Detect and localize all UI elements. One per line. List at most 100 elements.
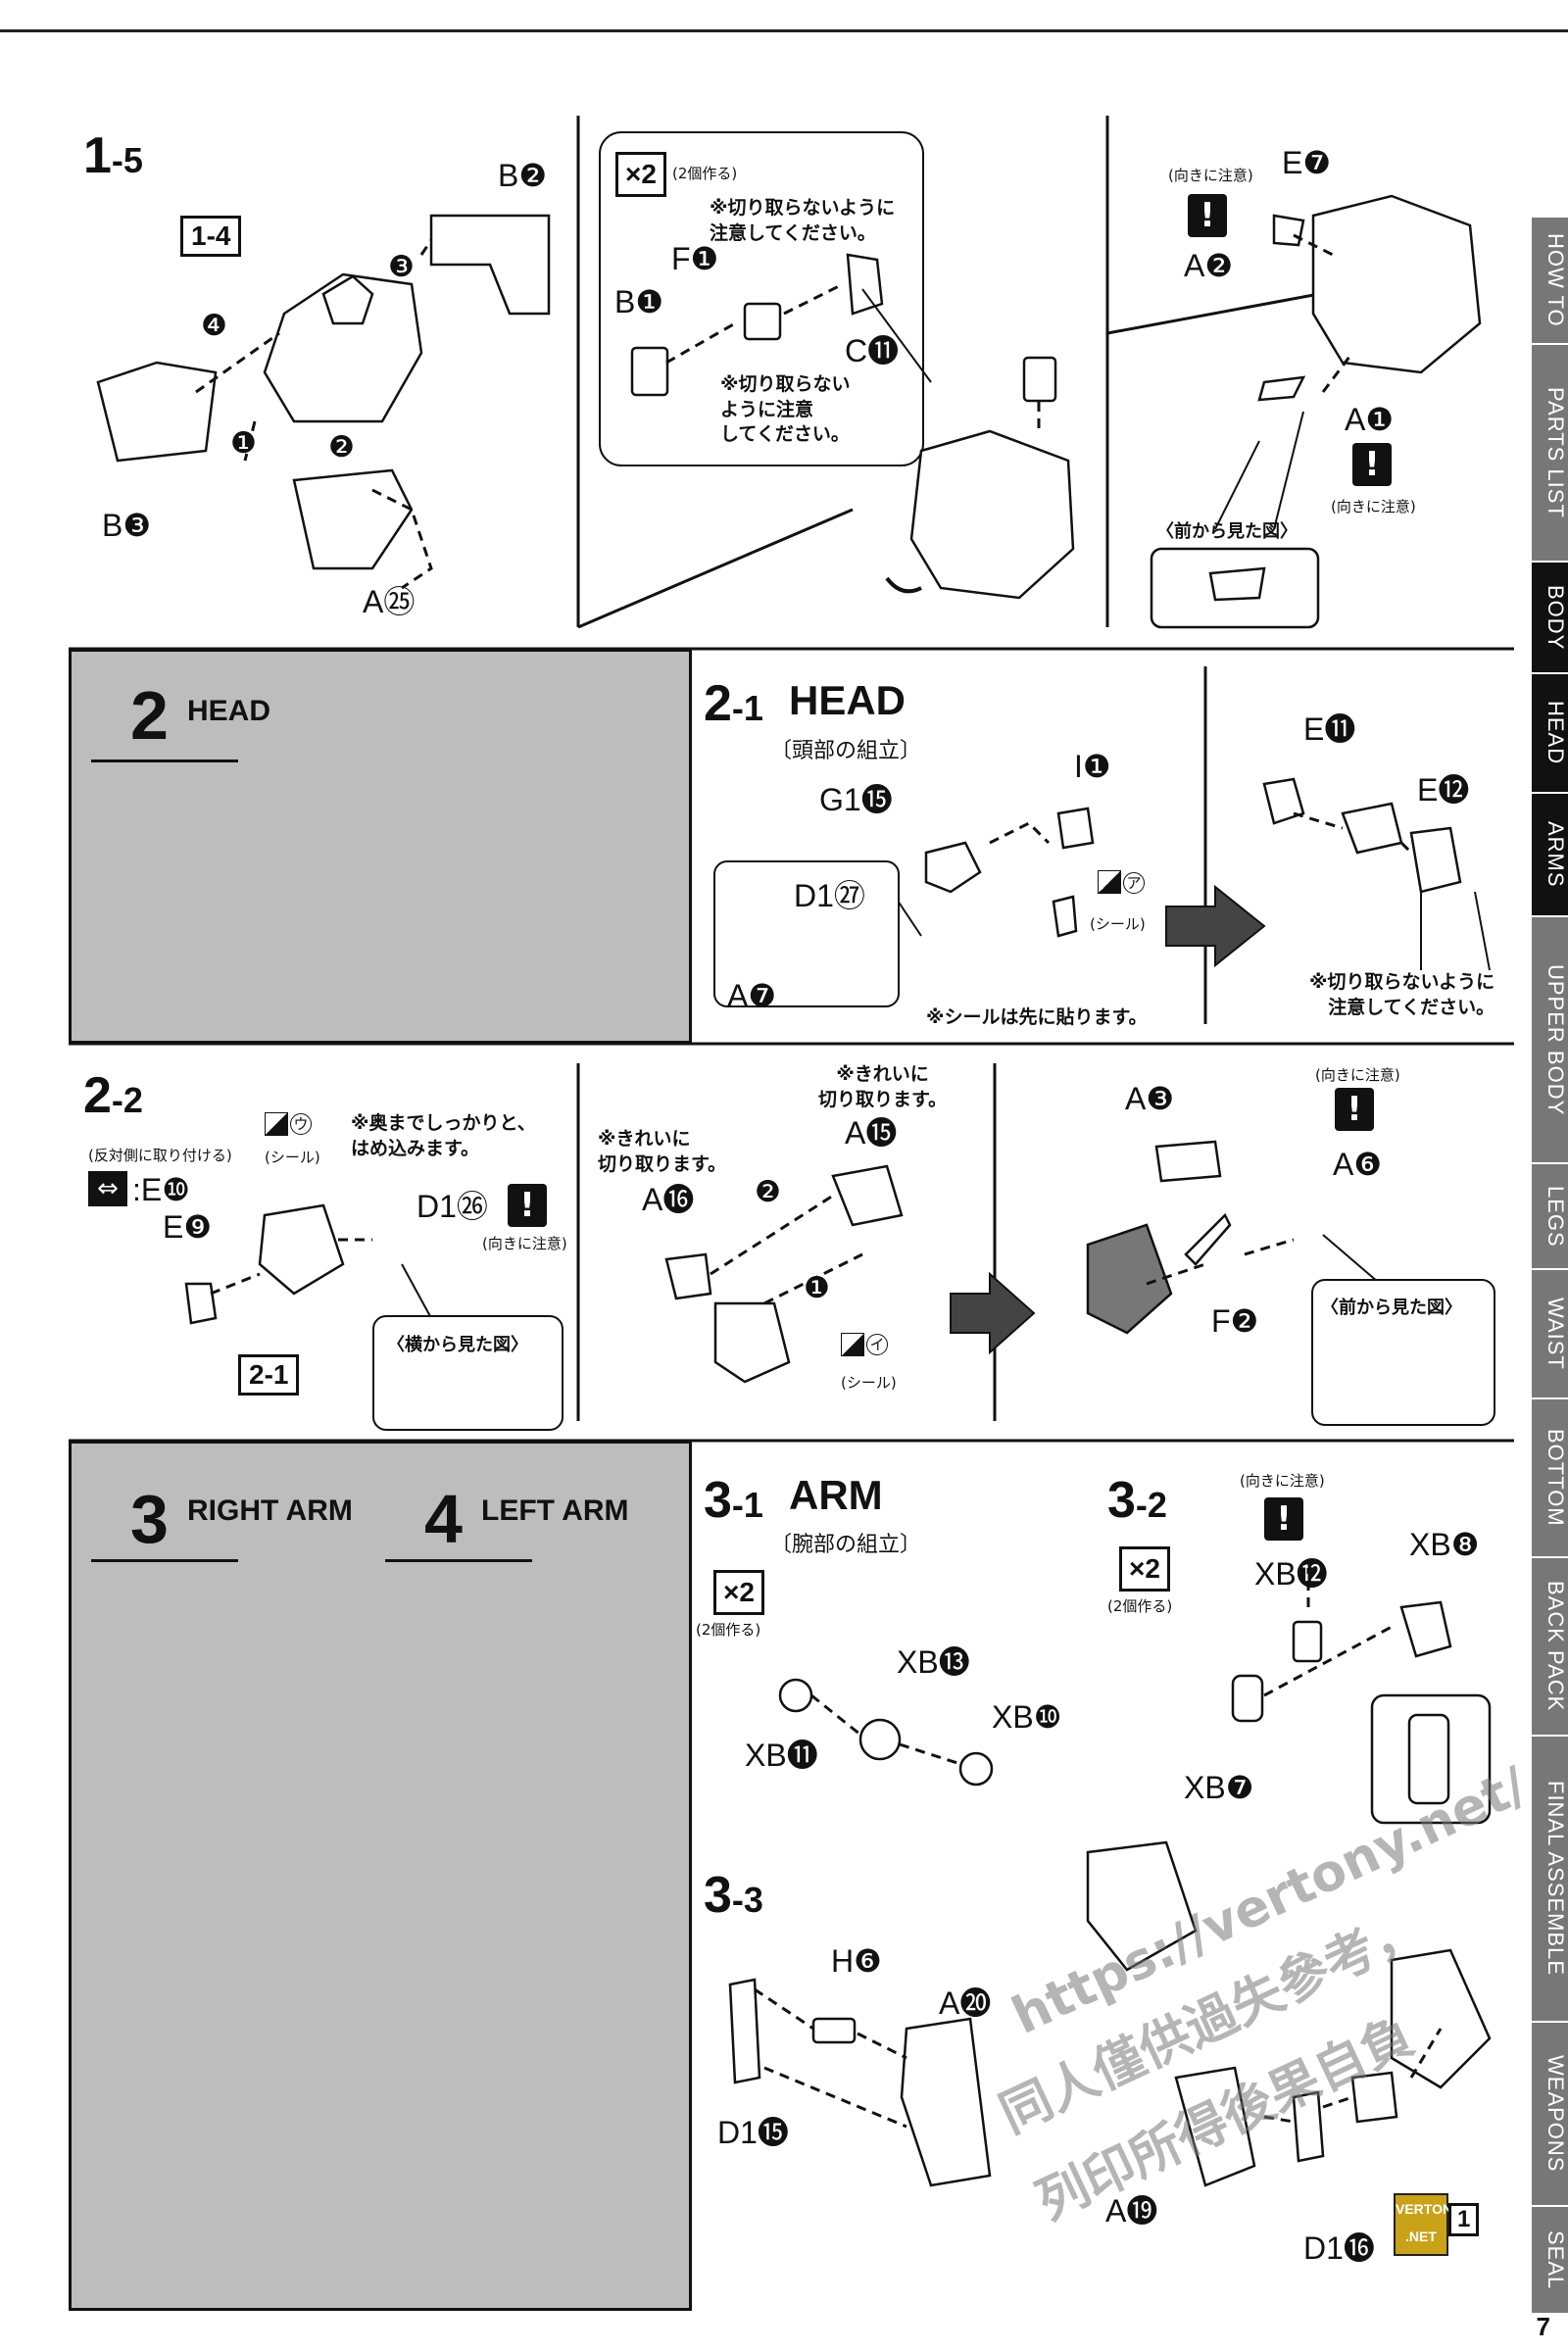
callout-box-1-5 xyxy=(599,131,924,466)
tab-how-to[interactable]: HOW TO xyxy=(1532,218,1568,343)
part-i1: I❶ xyxy=(1074,749,1111,784)
tab-arms[interactable]: ARMS xyxy=(1532,794,1568,915)
page-number: 7 xyxy=(1536,2312,1550,2341)
callout-eye-assembly xyxy=(713,860,900,1007)
step-3-1-title: ARM xyxy=(789,1472,883,1518)
part-b1: B❶ xyxy=(614,284,664,319)
warning-icon: ! xyxy=(508,1184,547,1227)
tab-legs[interactable]: LEGS xyxy=(1532,1164,1568,1268)
section-3-label: RIGHT ARM xyxy=(187,1494,353,1527)
seq-1: ❶ xyxy=(230,427,257,460)
part-xb7: XB❼ xyxy=(1184,1770,1254,1805)
seal-i-label: (シール) xyxy=(841,1374,897,1392)
step-2-1-title: HEAD xyxy=(789,677,906,723)
seal-icon xyxy=(841,1333,864,1356)
part-d126: D1㉖ xyxy=(416,1189,488,1224)
step-3-2-number: 3-2 xyxy=(1107,1472,1167,1529)
ref-1: 1 xyxy=(1448,2203,1480,2236)
tab-upper-body[interactable]: UPPER BODY xyxy=(1532,917,1568,1162)
press-note: ※奥までしっかりと、 はめ込みます。 xyxy=(351,1112,536,1159)
multiplier-x2: ×2 xyxy=(713,1570,764,1615)
opposite-side-note: (反対側に取り付ける) xyxy=(88,1147,232,1164)
ref-step-1-4: 1-4 xyxy=(180,216,242,257)
part-g115: G1⓯ xyxy=(819,782,893,817)
part-d116: D1⓰ xyxy=(1303,2230,1375,2266)
tab-head[interactable]: HEAD xyxy=(1532,674,1568,792)
section-4-number: 4 xyxy=(424,1481,463,1557)
seal-icon xyxy=(265,1112,288,1136)
part-xb11: XB⓫ xyxy=(745,1738,818,1773)
warning-icon: ! xyxy=(1188,194,1227,237)
seq-2-2: ❷ xyxy=(755,1176,781,1208)
clean-cut-note-1: ※きれいに 切り取ります。 xyxy=(598,1128,727,1175)
tab-bottom[interactable]: BOTTOM xyxy=(1532,1399,1568,1556)
step-3-1-number: 3-1 xyxy=(704,1472,763,1529)
rotate-arrow xyxy=(885,576,922,594)
caution-label-1: (向きに注意) xyxy=(1168,167,1253,184)
section-2-head-panel: 2 HEAD xyxy=(69,649,692,1044)
step-2-2-number: 2-2 xyxy=(83,1067,143,1124)
part-e12: E⓬ xyxy=(1417,772,1470,808)
seq-4: ❹ xyxy=(201,310,227,342)
tab-parts-list[interactable]: PARTS LIST xyxy=(1532,345,1568,561)
ref-step-2-1: 2-1 xyxy=(238,1354,300,1396)
front-view-label: 〈前から見た図〉 xyxy=(1156,521,1298,542)
seq-2-1: ❶ xyxy=(804,1272,830,1304)
section-3-number: 3 xyxy=(130,1481,169,1557)
part-a3: A❸ xyxy=(1125,1081,1175,1116)
part-b2: B❷ xyxy=(498,158,548,193)
part-a25: A㉕ xyxy=(363,584,416,619)
seal-a-label: (シール) xyxy=(1090,915,1146,933)
part-f1: F❶ xyxy=(671,241,719,276)
multiplier-x2: ×2 xyxy=(1119,1546,1170,1592)
part-a16: A⓰ xyxy=(642,1182,695,1217)
part-e9: E❾ xyxy=(163,1209,213,1245)
step-1-5-number: 1-5 xyxy=(83,127,143,184)
part-xb10: XB❿ xyxy=(992,1699,1062,1735)
dashed-connectors xyxy=(195,233,1443,2129)
multiplier-note: (2個作る) xyxy=(1107,1597,1173,1615)
tab-waist[interactable]: WAIST xyxy=(1532,1270,1568,1397)
caution-label-2: (向きに注意) xyxy=(1331,498,1416,515)
part-a1: A❶ xyxy=(1345,402,1395,437)
step-2-1-subtitle: 〔頭部の組立〕 xyxy=(770,739,922,763)
next-step-arrows xyxy=(950,884,1266,1355)
part-e7: E❼ xyxy=(1282,145,1332,180)
front-view-label-2: 〈前から見た図〉 xyxy=(1321,1298,1462,1318)
tab-seal[interactable]: SEAL xyxy=(1532,2207,1568,2313)
tab-weapons[interactable]: WEAPONS xyxy=(1532,2023,1568,2205)
flip-icon: ⇔ xyxy=(88,1171,127,1206)
multiplier-note: (2個作る) xyxy=(696,1621,761,1639)
part-e11: E⓫ xyxy=(1303,711,1356,747)
caution-label: (向きに注意) xyxy=(482,1235,567,1252)
seal-first-note: ※シールは先に貼ります。 xyxy=(926,1006,1148,1028)
part-d127: D1㉗ xyxy=(794,878,865,913)
part-e10: :E❿ xyxy=(132,1172,190,1207)
seal-icon xyxy=(1098,870,1121,894)
seal-u-mark: ウ xyxy=(290,1113,312,1135)
tab-back-pack[interactable]: BACK PACK xyxy=(1532,1558,1568,1735)
caution-label-2: (向きに注意) xyxy=(1315,1066,1400,1084)
part-a19: A⓳ xyxy=(1105,2193,1158,2229)
multiplier-x2: ×2 xyxy=(615,152,666,197)
section-4-label: LEFT ARM xyxy=(481,1494,629,1527)
part-d115: D1⓯ xyxy=(717,2115,789,2150)
seal-i-mark: イ xyxy=(866,1334,888,1355)
part-h6: H❻ xyxy=(831,1943,882,1979)
side-view-callout xyxy=(372,1315,564,1431)
tab-final-assemble[interactable]: FINAL ASSEMBLE xyxy=(1532,1737,1568,2021)
section-3-4-arms-panel: 3 RIGHT ARM 4 LEFT ARM xyxy=(69,1441,692,2311)
warning-icon: ! xyxy=(1352,443,1392,486)
seal-a-mark: ア xyxy=(1123,872,1145,894)
section-2-label: HEAD xyxy=(187,695,271,727)
part-a2: A❷ xyxy=(1184,248,1234,283)
cut-note-head: ※切り取らないように 注意してください。 xyxy=(1309,971,1495,1018)
tab-body[interactable]: BODY xyxy=(1532,563,1568,672)
top-rule xyxy=(0,29,1568,32)
step-3-3-number: 3-3 xyxy=(704,1867,763,1924)
part-a15: A⓯ xyxy=(845,1115,898,1151)
section-2-number: 2 xyxy=(130,677,169,754)
seal-u-label: (シール) xyxy=(265,1149,320,1166)
cut-note-2: ※切り取らない ように注意 してください。 xyxy=(720,373,851,446)
part-a20: A⓴ xyxy=(939,1985,992,2021)
